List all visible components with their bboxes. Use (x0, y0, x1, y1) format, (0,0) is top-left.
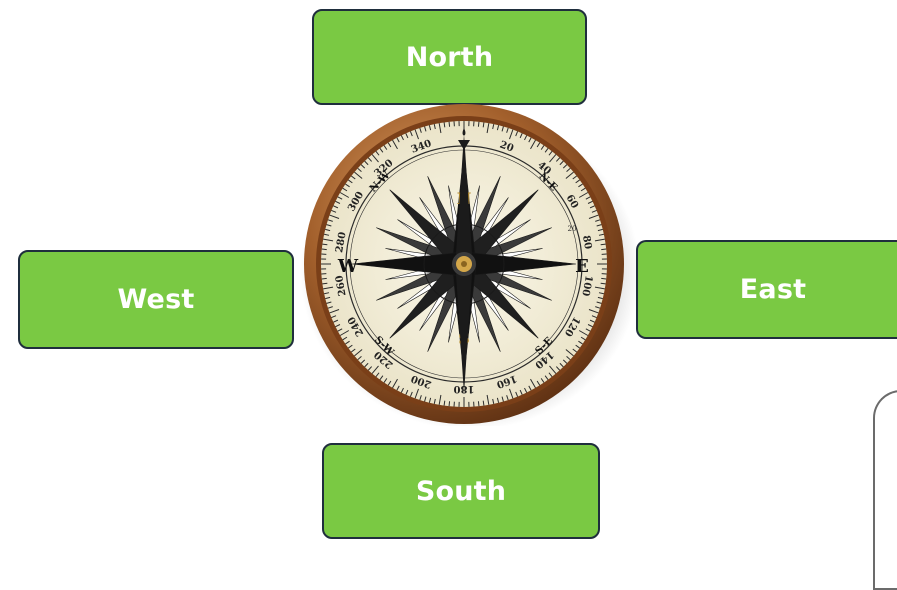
compass-tick (322, 249, 327, 250)
compass-tick (444, 401, 445, 406)
west-label: West (118, 284, 195, 315)
compass-tick (483, 401, 484, 406)
compass-tick (601, 249, 606, 250)
compass-w-label: W (337, 256, 359, 277)
partial-frame (873, 390, 897, 590)
north-label: North (406, 42, 494, 73)
north-button[interactable]: North (312, 9, 587, 105)
compass-tick (478, 401, 479, 406)
compass-tick (322, 244, 327, 245)
south-button[interactable]: South (322, 443, 600, 539)
compass-inner-mark: 20 (568, 225, 577, 233)
compass-tick (449, 122, 450, 127)
compass-tick (444, 122, 445, 127)
east-label: East (740, 274, 806, 305)
compass-tick (601, 278, 606, 279)
compass-tick (601, 244, 606, 245)
west-button[interactable]: West (18, 250, 294, 349)
compass-tick (322, 278, 327, 279)
compass-tick (483, 122, 484, 127)
compass-tick (478, 122, 479, 127)
compass-graphic: 2040608010012014016018020022024026028030… (296, 104, 638, 426)
compass-tick (601, 283, 606, 284)
east-button[interactable]: East (636, 240, 897, 339)
south-label: South (416, 476, 506, 507)
compass-e-label: E (575, 256, 589, 277)
compass-tick (449, 401, 450, 406)
compass-tick (322, 283, 327, 284)
compass-image: 2040608010012014016018020022024026028030… (296, 104, 638, 426)
